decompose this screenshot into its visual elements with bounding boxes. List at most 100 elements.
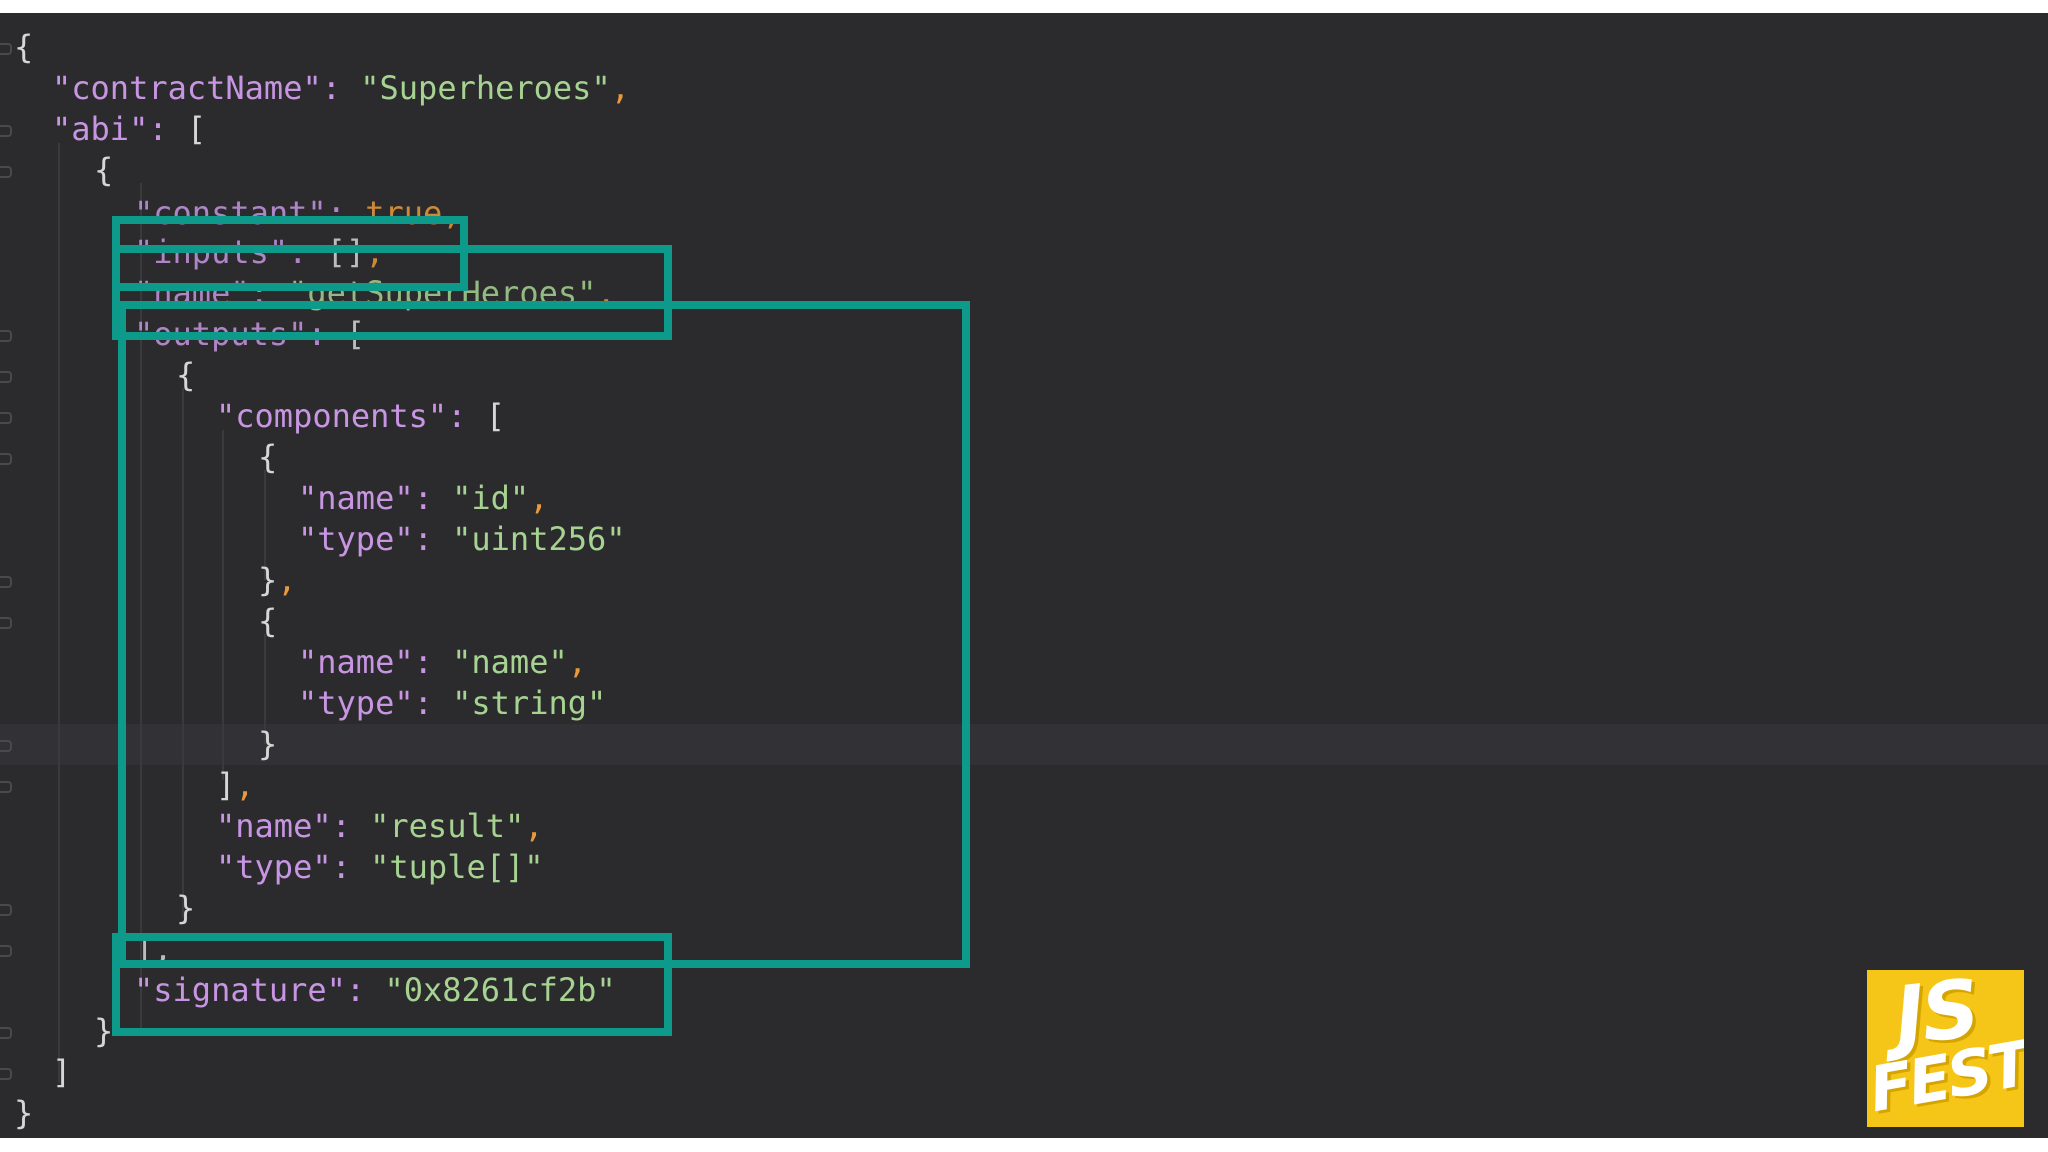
- highlight-box-name: [112, 245, 672, 340]
- json-key: "type": [298, 520, 414, 558]
- code-line: "type": "tuple[]": [216, 847, 544, 888]
- bracket-token: ]: [216, 766, 236, 804]
- colon-token: :: [321, 69, 361, 107]
- highlight-box-signature: [112, 933, 672, 1036]
- colon-token: :: [148, 110, 187, 148]
- fold-marker[interactable]: [0, 904, 12, 916]
- json-string: "result": [370, 807, 525, 845]
- code-line: "name": "name",: [298, 642, 587, 683]
- json-key: "signature": [134, 971, 346, 1009]
- fold-marker[interactable]: [0, 740, 12, 752]
- code-line: "signature": "0x8261cf2b": [134, 970, 616, 1011]
- brace-token: }: [258, 561, 278, 599]
- indent-guide: [222, 430, 224, 780]
- brace-token: {: [94, 151, 114, 189]
- indent-guide: [140, 183, 142, 1033]
- code-line: }: [14, 1093, 33, 1134]
- code-line: }: [258, 724, 277, 765]
- brace-token: {: [14, 28, 34, 66]
- code-line: "type": "uint256": [298, 519, 626, 560]
- bracket-token: ]: [52, 1053, 72, 1091]
- code-line: "name": "result",: [216, 806, 544, 847]
- json-string: "name": [452, 643, 568, 681]
- brace-token: }: [258, 725, 278, 763]
- fold-marker[interactable]: [0, 371, 12, 383]
- json-key: "name": [298, 479, 414, 517]
- code-line: {: [176, 355, 195, 396]
- code-line: }: [94, 1011, 113, 1052]
- indent-guide: [58, 143, 60, 1083]
- colon-token: :: [413, 684, 453, 722]
- code-line: ]: [52, 1052, 71, 1093]
- brace-token: {: [258, 438, 278, 476]
- code-line: "abi": [: [52, 109, 206, 150]
- code-line: ],: [216, 765, 255, 806]
- brace-token: }: [176, 889, 196, 927]
- code-line: "contractName": "Superheroes",: [52, 68, 630, 109]
- fold-marker[interactable]: [0, 781, 12, 793]
- fold-marker[interactable]: [0, 453, 12, 465]
- json-string: "id": [452, 479, 530, 517]
- comma-token: ,: [529, 479, 549, 517]
- comma-token: ,: [277, 561, 297, 599]
- current-line-highlight: [0, 724, 2048, 765]
- jsfest-logo: JS FEST: [1867, 970, 2024, 1127]
- json-string: "Superheroes": [360, 69, 611, 107]
- brace-token: }: [14, 1094, 34, 1132]
- json-key: "abi": [52, 110, 149, 148]
- fold-marker[interactable]: [0, 1068, 12, 1080]
- brace-token: }: [94, 1012, 114, 1050]
- colon-token: :: [331, 807, 371, 845]
- json-key: "type": [216, 848, 332, 886]
- json-string: "tuple[]": [370, 848, 544, 886]
- json-key: "name": [298, 643, 414, 681]
- bracket-token: [: [186, 110, 207, 148]
- brace-token: {: [176, 356, 196, 394]
- code-line: }: [176, 888, 195, 929]
- fold-marker[interactable]: [0, 166, 12, 178]
- code-line: "name": "id",: [298, 478, 548, 519]
- colon-token: :: [413, 479, 453, 517]
- brace-token: {: [258, 602, 278, 640]
- json-string: "string": [452, 684, 607, 722]
- code-line: {: [14, 27, 33, 68]
- json-string: "uint256": [452, 520, 626, 558]
- indent-guide: [264, 634, 266, 744]
- comma-token: ,: [610, 69, 630, 107]
- json-boolean: true: [365, 194, 443, 232]
- comma-token: ,: [235, 766, 255, 804]
- comma-token: ,: [524, 807, 544, 845]
- json-key: "constant": [134, 194, 327, 232]
- fold-marker[interactable]: [0, 330, 12, 342]
- fold-marker[interactable]: [0, 412, 12, 424]
- json-key: "components": [216, 397, 448, 435]
- indent-guide: [264, 470, 266, 580]
- code-line: },: [258, 560, 297, 601]
- indent-guide: [182, 388, 184, 918]
- logo-text-fest: FEST: [1867, 1026, 2024, 1127]
- fold-marker[interactable]: [0, 617, 12, 629]
- colon-token: :: [331, 848, 371, 886]
- json-key: "contractName": [52, 69, 322, 107]
- highlight-box-outputs: [118, 301, 970, 968]
- fold-marker[interactable]: [0, 1027, 12, 1039]
- colon-token: :: [413, 520, 453, 558]
- code-line: {: [258, 437, 277, 478]
- fold-marker[interactable]: [0, 945, 12, 957]
- code-line: {: [258, 601, 277, 642]
- fold-marker[interactable]: [0, 125, 12, 137]
- json-key: "name": [216, 807, 332, 845]
- code-line: "components": [: [216, 396, 505, 437]
- bracket-token: [: [485, 397, 505, 435]
- json-key: "type": [298, 684, 414, 722]
- json-string: "0x8261cf2b": [384, 971, 616, 1009]
- fold-marker[interactable]: [0, 576, 12, 588]
- code-line: "type": "string": [298, 683, 606, 724]
- code-line: {: [94, 150, 113, 191]
- colon-token: :: [447, 397, 486, 435]
- colon-token: :: [413, 643, 453, 681]
- comma-token: ,: [567, 643, 587, 681]
- fold-marker[interactable]: [0, 43, 12, 55]
- code-editor[interactable]: { "contractName": "Superheroes", "abi": …: [0, 13, 2048, 1138]
- colon-token: :: [345, 971, 385, 1009]
